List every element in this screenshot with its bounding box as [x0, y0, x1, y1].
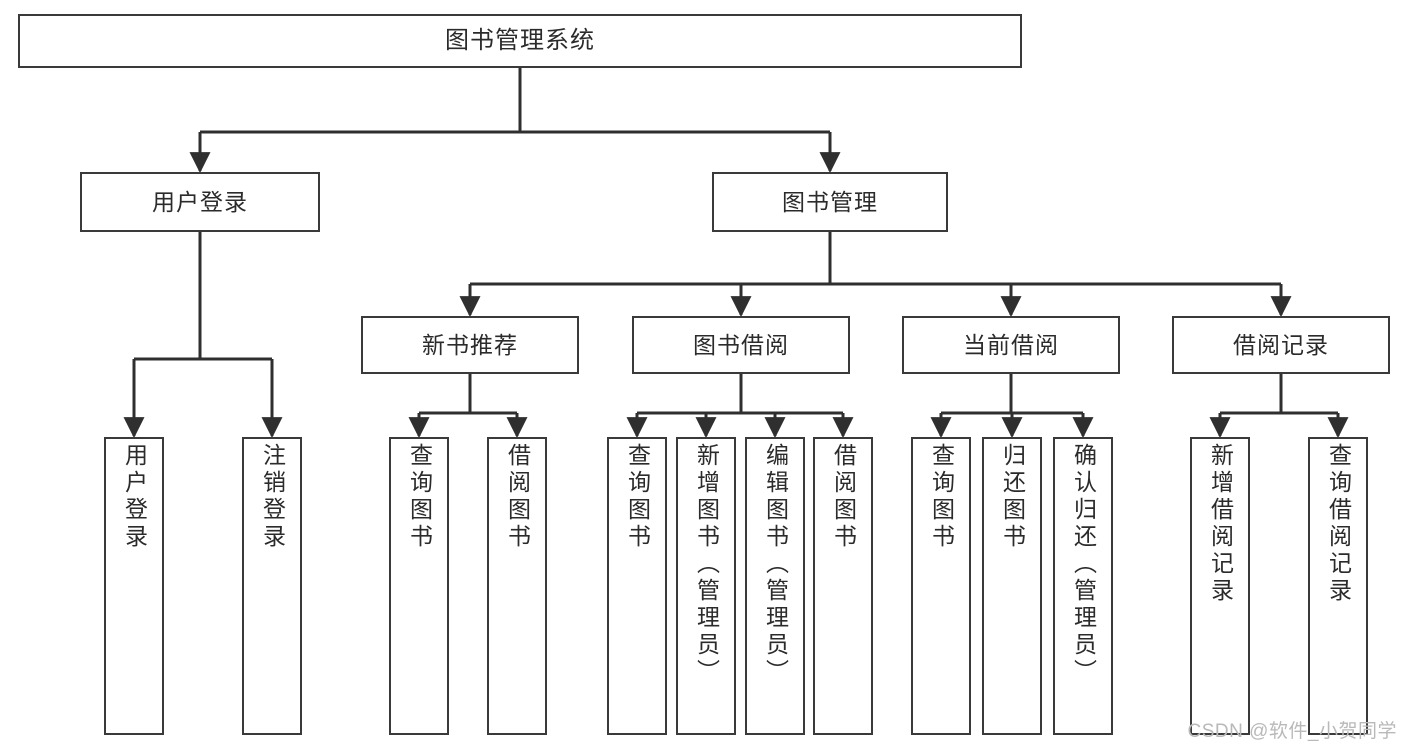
node-new-book-rec-label: 新书推荐	[422, 331, 518, 358]
node-leaf-query-book-rec-label: 查询图书	[406, 443, 433, 551]
node-leaf-add-record[interactable]: 新增借阅记录	[1190, 437, 1250, 735]
node-leaf-edit-book-label: 编辑图书（管理员）	[762, 443, 789, 686]
node-root-label: 图书管理系统	[445, 27, 595, 55]
node-current-borrow-label: 当前借阅	[963, 331, 1059, 358]
node-leaf-return-book[interactable]: 归还图书	[982, 437, 1042, 735]
node-book-manage[interactable]: 图书管理	[712, 172, 948, 232]
node-leaf-confirm-return[interactable]: 确认归还（管理员）	[1053, 437, 1113, 735]
node-leaf-add-record-label: 新增借阅记录	[1207, 443, 1234, 605]
node-borrow-record[interactable]: 借阅记录	[1172, 316, 1390, 374]
edge-paths	[123, 68, 1349, 439]
node-leaf-user-logout[interactable]: 注销登录	[242, 437, 302, 735]
node-leaf-query-book-cur[interactable]: 查询图书	[911, 437, 971, 735]
node-leaf-user-login-label: 用户登录	[121, 443, 148, 551]
node-leaf-query-book[interactable]: 查询图书	[607, 437, 667, 735]
node-borrow-record-label: 借阅记录	[1233, 331, 1329, 358]
node-book-manage-label: 图书管理	[782, 188, 878, 215]
node-leaf-query-book-cur-label: 查询图书	[928, 443, 955, 551]
node-user-login[interactable]: 用户登录	[80, 172, 320, 232]
node-leaf-user-login[interactable]: 用户登录	[104, 437, 164, 735]
node-leaf-confirm-return-label: 确认归还（管理员）	[1070, 443, 1097, 686]
node-leaf-borrow-book[interactable]: 借阅图书	[813, 437, 873, 735]
node-new-book-rec[interactable]: 新书推荐	[361, 316, 579, 374]
node-leaf-return-book-label: 归还图书	[999, 443, 1026, 551]
node-user-login-label: 用户登录	[152, 188, 248, 215]
node-leaf-add-book-label: 新增图书（管理员）	[693, 443, 720, 686]
watermark-label: CSDN @软件_小贺同学	[1187, 721, 1397, 742]
node-leaf-query-book-rec[interactable]: 查询图书	[389, 437, 449, 735]
node-leaf-query-book-label: 查询图书	[624, 443, 651, 551]
node-leaf-edit-book[interactable]: 编辑图书（管理员）	[745, 437, 805, 735]
node-book-borrow[interactable]: 图书借阅	[632, 316, 850, 374]
node-current-borrow[interactable]: 当前借阅	[902, 316, 1120, 374]
node-leaf-borrow-book-label: 借阅图书	[830, 443, 857, 551]
node-root[interactable]: 图书管理系统	[18, 14, 1022, 68]
node-leaf-borrow-book-rec[interactable]: 借阅图书	[487, 437, 547, 735]
node-leaf-add-book[interactable]: 新增图书（管理员）	[676, 437, 736, 735]
node-leaf-query-record[interactable]: 查询借阅记录	[1308, 437, 1368, 735]
node-book-borrow-label: 图书借阅	[693, 331, 789, 358]
node-leaf-query-record-label: 查询借阅记录	[1325, 443, 1352, 605]
node-leaf-user-logout-label: 注销登录	[259, 443, 286, 551]
node-leaf-borrow-book-rec-label: 借阅图书	[504, 443, 531, 551]
